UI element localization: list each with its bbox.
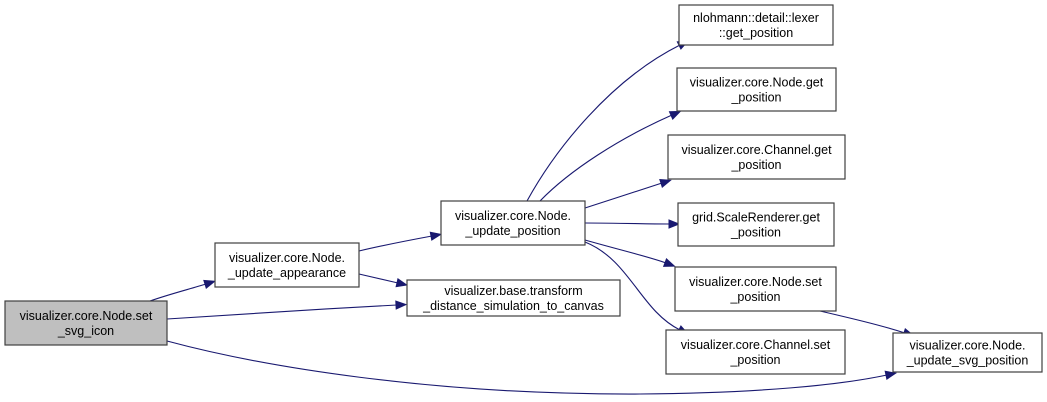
node-root[interactable]: visualizer.core.Node.set_svg_icon [4,300,168,346]
node-box[interactable] [440,200,586,246]
arrowhead-icon [429,231,443,241]
edge-update-appearance-to-transform [358,273,409,288]
edge-update-position-to-scale-get-position [584,219,681,229]
node-box[interactable] [665,329,846,375]
edge-line [584,182,663,209]
edge-line [358,273,399,284]
node-box[interactable] [676,67,837,112]
node-box[interactable] [892,332,1043,373]
node-update-appearance[interactable]: visualizer.core.Node._update_appearance [214,242,360,288]
arrowhead-icon [668,110,682,120]
arrowhead-icon [659,178,672,188]
node-label-line: _update_position [464,224,560,238]
node-label-line: nlohmann::detail::lexer [693,11,819,25]
edge-line [149,283,207,302]
node-label-line: visualizer.core.Node. [909,339,1025,353]
node-label-line: _update_appearance [227,266,346,280]
node-label-line: _distance_simulation_to_canvas [422,299,604,313]
node-scale-get-position[interactable]: grid.ScaleRenderer.get_position [677,202,835,247]
node-label-line: _position [730,226,781,240]
node-label-line: visualizer.core.Node.set [689,275,822,289]
node-label-line: _update_svg_position [906,354,1029,368]
arrowhead-icon [395,278,409,288]
node-box[interactable] [667,134,846,180]
node-label-line: _position [730,91,781,105]
node-update-svg-position[interactable]: visualizer.core.Node._update_svg_positio… [892,332,1043,373]
node-node-set-position[interactable]: visualizer.core.Node.set_position [674,266,837,312]
node-box[interactable] [674,266,837,312]
arrowhead-icon [203,279,216,289]
edge-line [584,222,671,225]
node-label-line: visualizer.core.Node. [229,251,345,265]
edge-line [358,235,433,252]
edge-update-position-to-channel-get-position [584,178,672,209]
arrowhead-icon [662,258,676,267]
node-label-line: _position [729,290,780,304]
edge-root-to-update-svg-position [166,340,898,395]
edge-line [819,310,906,334]
node-label-line: _position [729,353,780,367]
edge-root-to-transform [166,300,408,320]
node-label-line: visualizer.base.transform [444,284,582,298]
node-channel-get-position[interactable]: visualizer.core.Channel.get_position [667,134,846,180]
node-label-line: visualizer.core.Node.set [20,309,153,323]
edge-line [166,340,888,395]
node-label-line: ::get_position [719,26,793,40]
edge-update-position-to-node-get-position [539,110,682,202]
node-label-line: _position [730,158,781,172]
node-label-line: visualizer.core.Channel.set [681,338,831,352]
edge-line [584,241,681,331]
arrowhead-icon [884,370,898,380]
edge-line [526,44,681,202]
node-label-line: visualizer.core.Node. [455,209,571,223]
node-channel-set-position[interactable]: visualizer.core.Channel.set_position [665,329,846,375]
node-update-position[interactable]: visualizer.core.Node._update_position [440,200,586,246]
node-box[interactable] [406,279,621,317]
edge-root-to-update-appearance [149,279,216,302]
node-node-get-position[interactable]: visualizer.core.Node.get_position [676,67,837,112]
edge-line [584,239,667,264]
edge-line [539,114,673,202]
node-box[interactable] [677,202,835,247]
node-box[interactable] [4,300,168,346]
arrowhead-icon [668,219,681,229]
edge-update-appearance-to-update-position [358,231,443,252]
node-label-line: visualizer.core.Node.get [690,76,824,90]
edge-update-position-to-lexer-get-position [526,40,690,202]
edge-line [166,304,398,320]
arrowhead-icon [395,300,408,310]
node-label-line: _svg_icon [57,324,114,338]
node-box[interactable] [678,4,834,46]
node-label-line: visualizer.core.Channel.get [681,143,832,157]
node-lexer-get-position[interactable]: nlohmann::detail::lexer::get_position [678,4,834,46]
node-box[interactable] [214,242,360,288]
edge-update-position-to-node-set-position [584,239,676,267]
node-transform[interactable]: visualizer.base.transform_distance_simul… [406,279,621,317]
nodes-layer: visualizer.core.Node.set_svg_iconvisuali… [4,4,1043,375]
node-label-line: grid.ScaleRenderer.get [692,211,820,225]
